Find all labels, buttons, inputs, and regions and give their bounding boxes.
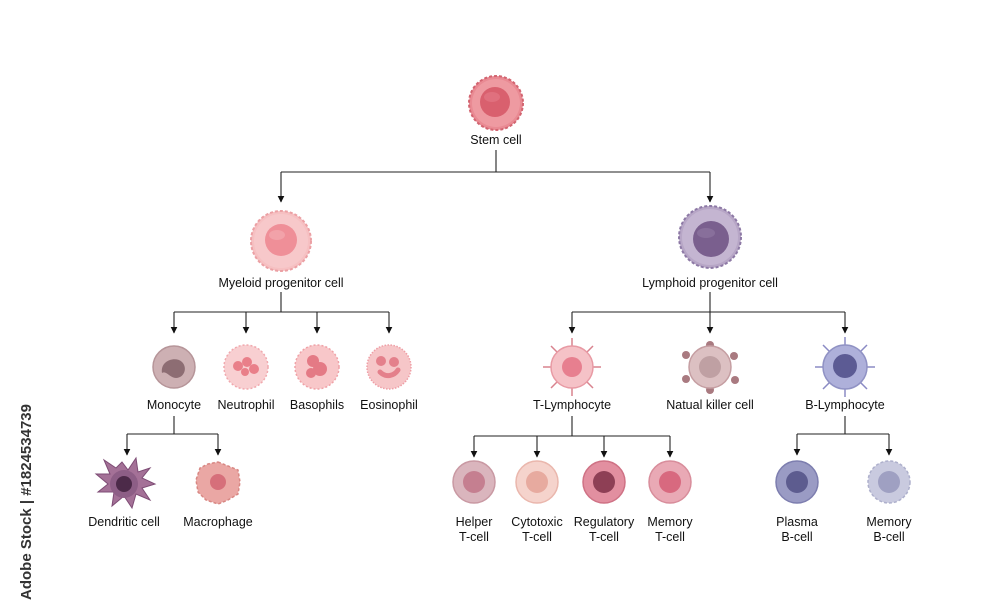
memory-b-cell-label: Memory B-cell [866, 515, 911, 545]
neutrophil-icon [223, 344, 269, 390]
basophils-label: Basophils [289, 398, 345, 412]
stem-cell-label: Stem cell [470, 133, 522, 147]
natural-killer-icon [682, 341, 739, 394]
plasma-b-cell-icon [775, 460, 819, 504]
helper-t-cell-label-line2: T-cell [459, 530, 489, 544]
connector-lymphoid [572, 292, 845, 313]
memory-b-cell-icon [867, 460, 911, 504]
helper-t-cell-icon [452, 460, 496, 504]
memory-t-cell-icon [648, 460, 692, 504]
connector-monocyte [127, 416, 218, 435]
lymphoid-progenitor-icon [678, 205, 742, 269]
macrophage-label: Macrophage [183, 515, 253, 529]
helper-t-cell-label: Helper T-cell [456, 515, 493, 545]
t-lymphocyte-label: T-Lymphocyte [532, 398, 612, 412]
connector-stem [281, 150, 710, 173]
regulatory-t-cell-label: Regulatory T-cell [574, 515, 634, 545]
regulatory-t-cell-icon [582, 460, 626, 504]
dendritic-cell-label: Dendritic cell [88, 515, 160, 529]
memory-t-cell-label: Memory T-cell [647, 515, 692, 545]
plasma-b-cell-label: Plasma B-cell [776, 515, 818, 545]
t-lymphocyte-icon [543, 338, 601, 396]
myeloid-progenitor-icon [250, 210, 312, 272]
watermark-text: Adobe Stock | #1824534739 [18, 404, 35, 600]
monocyte-label: Monocyte [146, 398, 202, 412]
dendritic-cell-icon [94, 456, 157, 510]
cytotoxic-t-cell-label: Cytotoxic T-cell [511, 515, 562, 545]
stock-watermark: Adobe Stock | #1824534739 [4, 370, 35, 600]
cytotoxic-t-cell-label-line2: T-cell [522, 530, 552, 544]
eosinophil-icon [366, 344, 412, 390]
plasma-b-cell-label-line2: B-cell [781, 530, 813, 544]
memory-b-cell-label-line1: Memory [866, 515, 912, 529]
memory-t-cell-label-line2: T-cell [655, 530, 685, 544]
natural-killer-label: Natual killer cell [666, 398, 754, 412]
monocyte-icon [152, 345, 196, 389]
b-lymphocyte-icon [815, 337, 875, 397]
basophils-icon [294, 344, 340, 390]
plasma-b-cell-label-line1: Plasma [776, 515, 818, 529]
macrophage-icon [195, 461, 241, 505]
neutrophil-label: Neutrophil [217, 398, 275, 412]
myeloid-progenitor-label: Myeloid progenitor cell [218, 276, 344, 290]
b-lymphocyte-label: B-Lymphocyte [805, 398, 885, 412]
connector-b-lymphocyte [797, 416, 889, 435]
cytotoxic-t-cell-label-line1: Cytotoxic [511, 515, 563, 529]
regulatory-t-cell-label-line1: Regulatory [573, 515, 635, 529]
cytotoxic-t-cell-icon [515, 460, 559, 504]
connector-myeloid [174, 292, 389, 313]
helper-t-cell-label-line1: Helper [455, 515, 493, 529]
memory-t-cell-label-line1: Memory [647, 515, 693, 529]
lymphoid-progenitor-label: Lymphoid progenitor cell [642, 276, 778, 290]
memory-b-cell-label-line2: B-cell [873, 530, 905, 544]
stem-cell-icon [468, 75, 524, 131]
connector-t-lymphocyte [474, 416, 670, 437]
eosinophil-label: Eosinophil [360, 398, 418, 412]
connectors [123, 150, 893, 458]
regulatory-t-cell-label-line2: T-cell [589, 530, 619, 544]
